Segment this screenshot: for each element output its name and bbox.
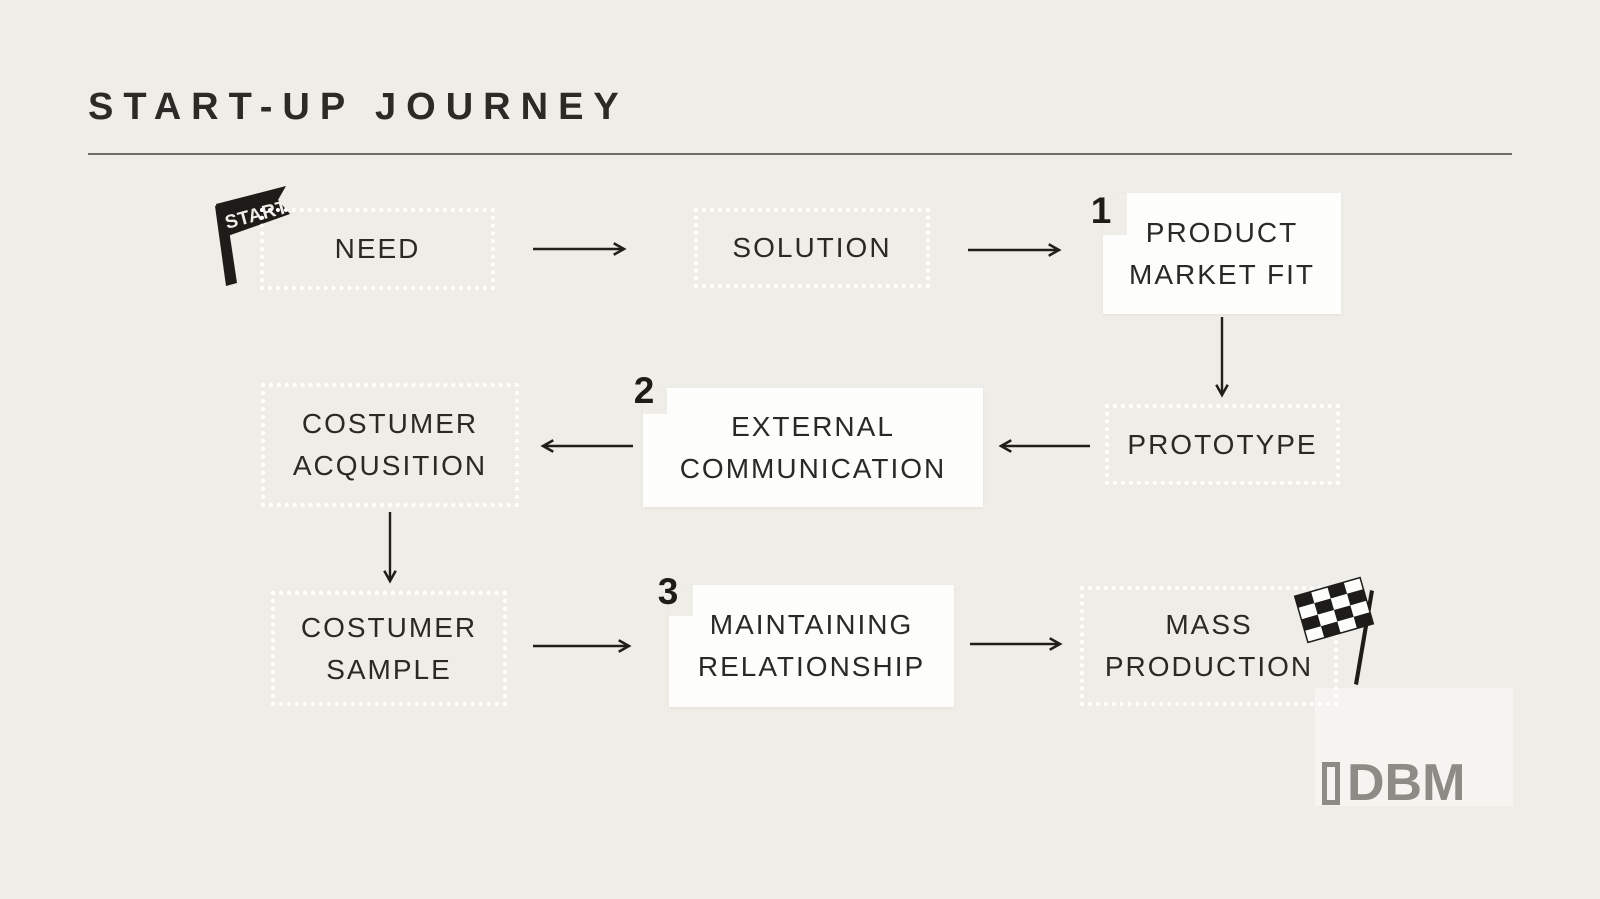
step-label-costumer-sample: COSTUMER SAMPLE (300, 611, 478, 685)
step-box-costumer-sample: COSTUMER SAMPLE (271, 591, 507, 706)
step-label-product-market-fit: PRODUCT MARKET FIT (1129, 216, 1315, 290)
start-flag-icon: START (215, 186, 291, 286)
step-box-mass-production: MASS PRODUCTION (1080, 586, 1338, 706)
step-number-2: 2 (633, 370, 655, 411)
step-box-need: NEED (260, 208, 495, 290)
step-label-mass-production: MASS PRODUCTION (1104, 609, 1314, 682)
step-number-3: 3 (657, 571, 679, 612)
step-box-product-market-fit: 1 PRODUCT MARKET FIT (1091, 192, 1341, 314)
step-box-costumer-acqusition: COSTUMER ACQUSITION (261, 383, 519, 507)
title-underline (88, 153, 1512, 155)
step-label-external-communication: EXTERNAL COMMUNICATION (679, 410, 947, 484)
step-label-costumer-acqusition: COSTUMER ACQUSITION (292, 408, 488, 481)
step-label-need: NEED (334, 233, 421, 264)
box-notch (1103, 193, 1127, 235)
box-notch (643, 388, 667, 414)
step-box-maintaining-relationship: 3 MAINTAINING RELATIONSHIP (658, 573, 954, 707)
logo-watermark-panel (1315, 688, 1513, 806)
step-box-solution: SOLUTION (694, 208, 930, 288)
box-notch (669, 585, 693, 616)
dbm-logo: DBM (1322, 757, 1465, 809)
dbm-logo-text: DBM (1347, 754, 1466, 812)
step-label-prototype: PROTOTYPE (1127, 428, 1318, 460)
finish-flag-icon (1293, 576, 1375, 685)
dbm-logo-mark-icon (1322, 761, 1340, 805)
step-label-solution: SOLUTION (732, 232, 892, 263)
step-box-external-communication: 2 EXTERNAL COMMUNICATION (634, 372, 983, 507)
step-number-1: 1 (1090, 190, 1112, 231)
page-title: START-UP JOURNEY (88, 86, 629, 128)
step-label-maintaining-relationship: MAINTAINING RELATIONSHIP (697, 609, 926, 682)
step-box-prototype: PROTOTYPE (1105, 404, 1340, 485)
